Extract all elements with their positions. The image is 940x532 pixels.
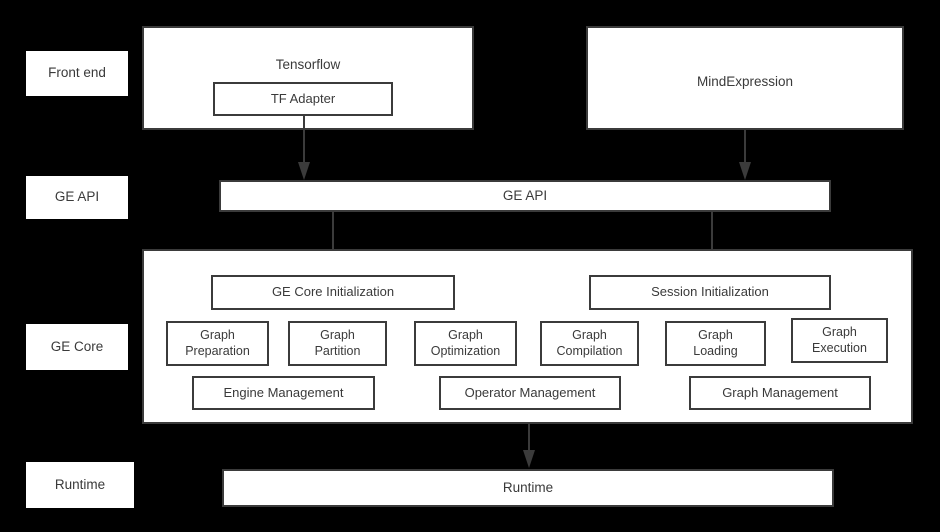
lane-label-front-end: Front end (26, 51, 128, 96)
runtime-bar: Runtime (222, 469, 834, 507)
graph-loading-box: Graph Loading (665, 321, 766, 366)
ge-core-initialization-box: GE Core Initialization (211, 275, 455, 310)
graph-partition-box: Graph Partition (288, 321, 387, 366)
graph-compilation-box: Graph Compilation (540, 321, 639, 366)
connector-mindexpression-to-ge-api (737, 130, 753, 182)
tf-adapter-box: TF Adapter (213, 82, 393, 116)
tensorflow-title: Tensorflow (275, 57, 341, 72)
connector-tf-adapter-to-ge-api (296, 116, 312, 182)
mindexpression-container: MindExpression (586, 26, 904, 130)
operator-management-box: Operator Management (439, 376, 621, 410)
graph-execution-box: Graph Execution (791, 318, 888, 363)
graph-optimization-box: Graph Optimization (414, 321, 517, 366)
graph-management-box: Graph Management (689, 376, 871, 410)
graph-preparation-box: Graph Preparation (166, 321, 269, 366)
engine-management-box: Engine Management (192, 376, 375, 410)
lane-label-ge-core: GE Core (26, 324, 128, 370)
mindexpression-title: MindExpression (696, 74, 794, 89)
lane-label-runtime: Runtime (26, 462, 134, 508)
ge-api-bar: GE API (219, 180, 831, 212)
session-initialization-box: Session Initialization (589, 275, 831, 310)
lane-label-ge-api: GE API (26, 176, 128, 219)
connector-ge-core-to-runtime (521, 424, 537, 470)
